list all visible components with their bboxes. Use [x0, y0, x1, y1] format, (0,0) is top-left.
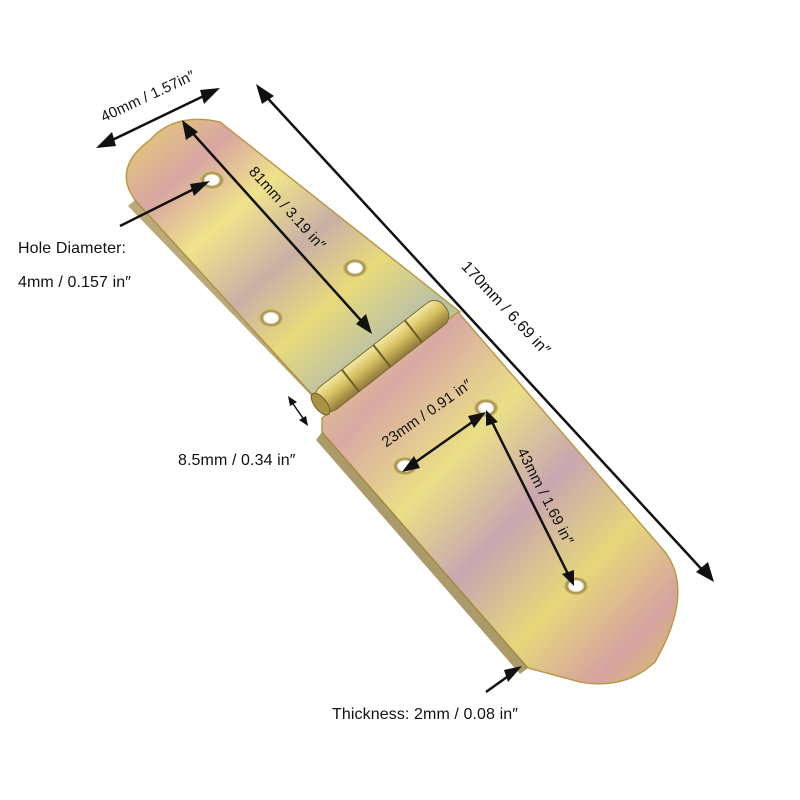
knuckle-diameter-label: 8.5mm / 0.34 in″ — [178, 452, 296, 469]
hole — [564, 577, 588, 595]
dimension-arrows — [96, 84, 714, 694]
hole — [474, 399, 498, 417]
knuckle-diameter-arrow — [288, 396, 308, 426]
width-arrow — [96, 88, 220, 148]
hole-spacing-81-arrow — [182, 120, 372, 334]
hinge-lower-leaf — [316, 310, 679, 685]
hinge-holes — [200, 171, 588, 595]
hinge-knuckle — [310, 300, 450, 416]
hole — [259, 309, 283, 327]
hole — [343, 259, 367, 277]
thickness-label: Thickness: 2mm / 0.08 in″ — [332, 706, 519, 723]
length-arrow — [256, 84, 714, 582]
hole-diameter-title: Hole Diameter: — [18, 240, 127, 257]
hole-spacing-43-arrow — [486, 410, 574, 586]
hole-spacing-23-arrow — [402, 412, 486, 472]
hole-diameter-leader — [119, 181, 210, 228]
thickness-leader — [485, 666, 522, 694]
hole-diameter-value: 4mm / 0.157 in″ — [18, 274, 131, 291]
